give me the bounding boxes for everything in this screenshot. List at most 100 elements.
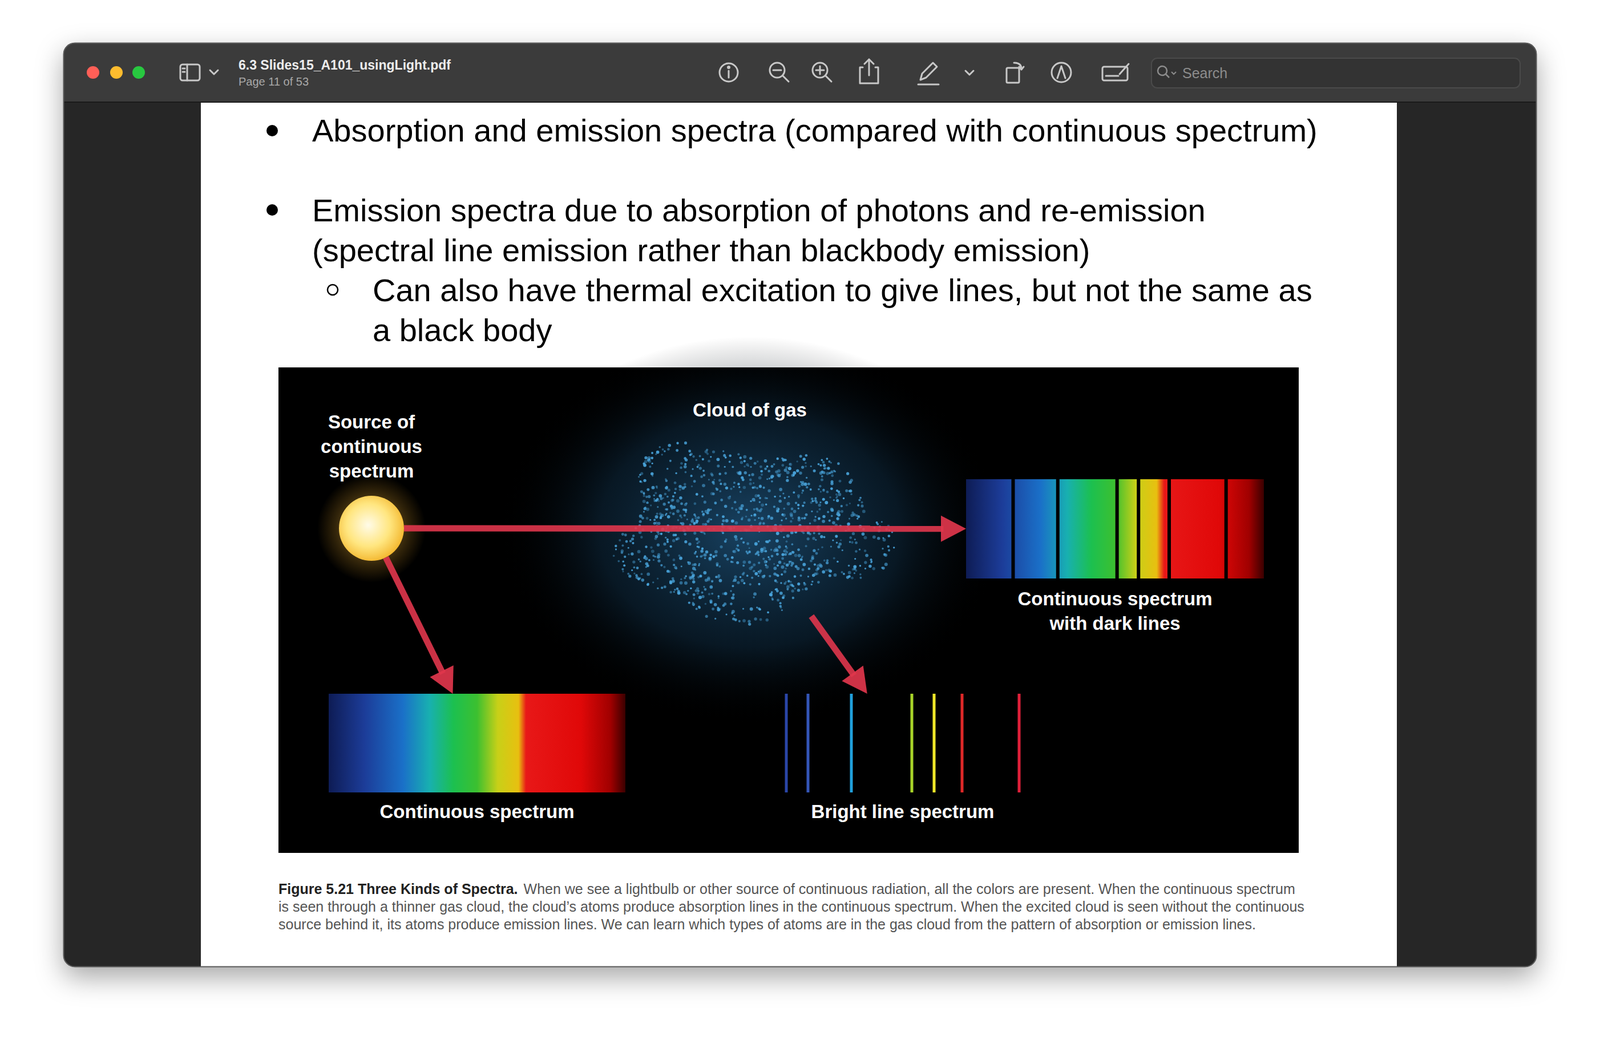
- gas-particle: [627, 547, 630, 549]
- gas-particle: [802, 501, 806, 504]
- gas-particle: [786, 475, 789, 479]
- gas-particle: [770, 548, 773, 552]
- sub-bullet-circle: [327, 284, 338, 296]
- gas-particle: [733, 550, 737, 554]
- gas-particle: [849, 502, 851, 505]
- gas-particle: [774, 579, 778, 583]
- gas-particle: [749, 457, 753, 460]
- gas-particle: [808, 532, 812, 536]
- gas-particle: [667, 447, 670, 451]
- gas-particle: [760, 470, 763, 473]
- share-icon: [859, 59, 879, 84]
- gas-particle: [828, 574, 832, 578]
- gas-particle: [770, 516, 774, 520]
- gas-particle: [756, 508, 760, 512]
- gas-particle: [681, 522, 685, 526]
- gas-particle: [708, 478, 710, 481]
- gas-particle: [701, 514, 705, 517]
- gas-particle: [775, 539, 779, 543]
- gas-particle: [842, 572, 846, 576]
- gas-particle: [830, 515, 834, 518]
- gas-particle: [660, 564, 663, 567]
- gas-particle: [713, 501, 717, 505]
- gas-particle: [789, 520, 793, 523]
- gas-particle: [835, 513, 838, 516]
- gas-particle: [718, 472, 722, 476]
- gas-particle: [670, 507, 674, 511]
- gas-particle: [719, 482, 722, 486]
- gas-particle: [730, 519, 734, 523]
- gas-particle: [836, 517, 840, 521]
- gas-particle: [762, 550, 766, 553]
- gas-particle: [713, 478, 715, 481]
- gas-particle: [742, 541, 745, 544]
- gas-particle: [718, 490, 722, 493]
- window-frame: [63, 42, 1537, 968]
- gas-particle: [836, 517, 840, 521]
- gas-particle: [833, 499, 835, 501]
- gas-particle: [677, 554, 681, 557]
- gas-particle: [830, 487, 834, 491]
- gas-particle: [704, 510, 708, 513]
- gas-particle: [801, 465, 804, 469]
- gas-particle: [793, 587, 797, 591]
- gas-particle: [859, 497, 862, 500]
- gas-particle: [819, 464, 822, 467]
- absorption-line: [1056, 479, 1060, 579]
- gas-particle: [632, 560, 636, 564]
- gas-particle: [724, 592, 728, 596]
- gas-particle: [859, 573, 862, 576]
- gas-particle: [752, 570, 755, 573]
- gas-particle: [663, 566, 666, 569]
- gas-particle: [869, 558, 872, 561]
- gas-particle: [713, 603, 718, 607]
- gas-particle: [730, 519, 734, 523]
- gas-particle: [706, 519, 710, 523]
- gas-particle: [659, 497, 663, 500]
- gas-particle: [779, 473, 782, 475]
- gas-particle: [738, 506, 742, 511]
- gas-particle: [788, 562, 791, 565]
- gas-particle: [647, 459, 652, 463]
- gas-particle: [683, 576, 686, 580]
- gas-particle: [781, 458, 786, 462]
- gas-particle: [651, 451, 654, 455]
- gas-particle: [655, 515, 659, 519]
- gas-particle: [704, 603, 707, 606]
- gas-particle: [749, 583, 752, 586]
- gas-particle: [695, 519, 698, 523]
- gas-particle: [746, 552, 749, 555]
- gas-particle: [814, 515, 817, 518]
- gas-particle: [755, 552, 758, 555]
- gas-particle: [847, 571, 852, 575]
- gas-particle: [724, 504, 728, 509]
- gas-particle: [758, 497, 762, 500]
- gas-particle: [650, 472, 654, 476]
- gas-particle: [757, 583, 761, 586]
- gas-particle: [660, 532, 663, 536]
- gas-particle: [702, 571, 707, 575]
- gas-particle: [697, 590, 700, 593]
- gas-particle: [700, 549, 703, 553]
- gas-particle: [683, 591, 687, 595]
- gas-particle: [817, 580, 820, 584]
- gas-particle: [764, 560, 768, 564]
- gas-particle: [779, 601, 782, 605]
- gas-particle: [847, 564, 851, 568]
- gas-particle: [690, 474, 693, 478]
- gas-particle: [697, 516, 701, 520]
- gas-particle: [826, 490, 830, 494]
- gas-particle: [848, 517, 851, 520]
- arrow-shaft: [403, 525, 944, 533]
- light-ray-arrow: [811, 616, 868, 694]
- gas-particle: [840, 504, 843, 508]
- gas-particle: [667, 488, 671, 492]
- gas-particle: [846, 472, 850, 476]
- gas-particle: [747, 518, 751, 523]
- gas-particle: [637, 558, 641, 561]
- gas-particle: [627, 572, 630, 576]
- gas-particle: [652, 494, 656, 497]
- gas-particle: [701, 547, 704, 551]
- gas-particle: [748, 547, 751, 549]
- gas-particle: [688, 542, 692, 547]
